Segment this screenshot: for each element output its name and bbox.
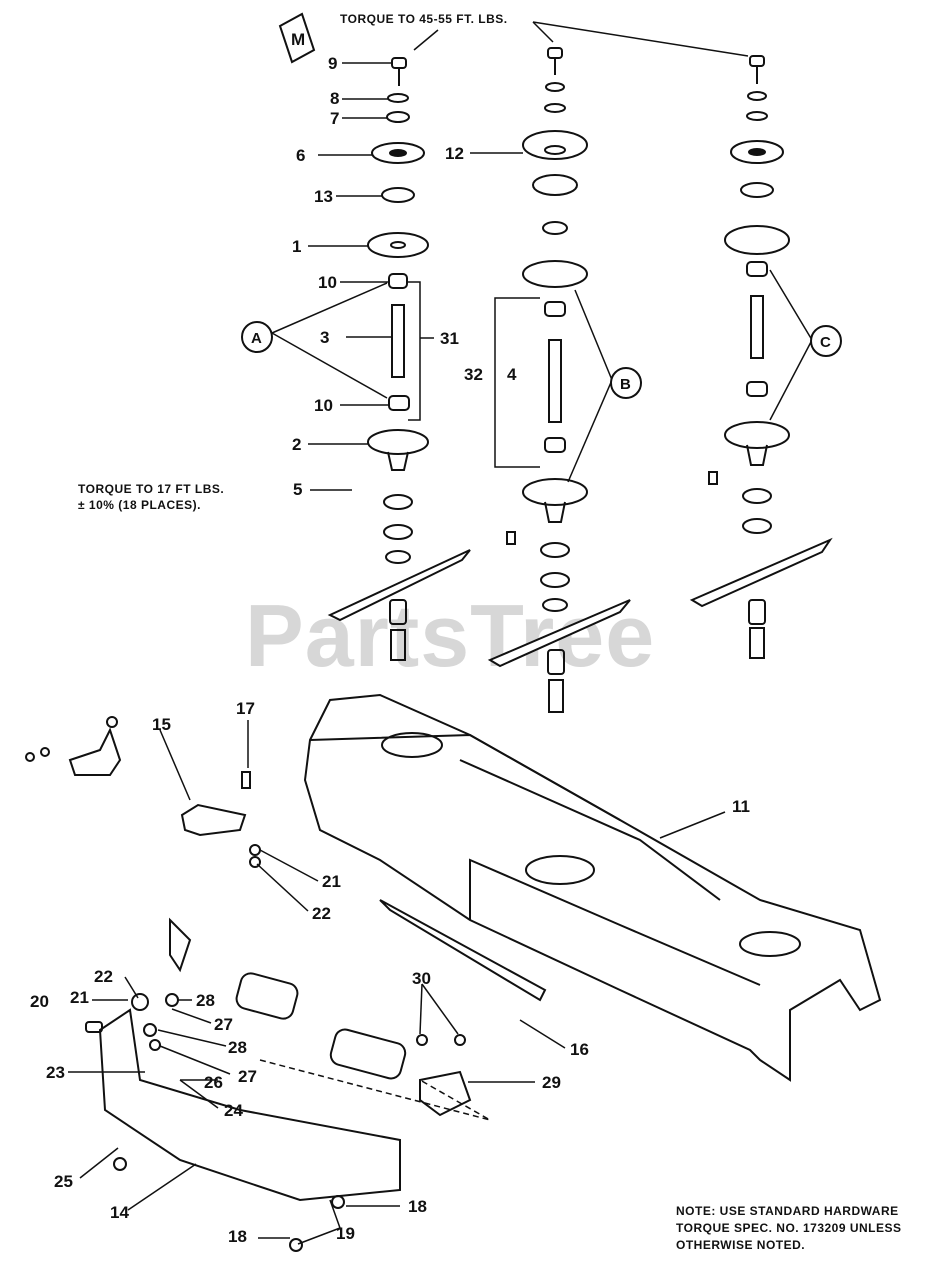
callout: 27 <box>214 1015 233 1034</box>
circle-label-b: B <box>610 367 642 399</box>
mower-deck <box>303 693 882 1082</box>
circle-label-a: A <box>241 321 273 353</box>
footer-note-line1: NOTE: USE STANDARD HARDWARE <box>676 1204 899 1218</box>
callout: 14 <box>110 1203 129 1222</box>
callout: 23 <box>46 1063 65 1082</box>
torque-note-left-line2: ± 10% (18 PLACES). <box>78 498 201 512</box>
callout: 7 <box>330 109 339 128</box>
callout: 27 <box>238 1067 257 1086</box>
svg-text:A: A <box>251 330 262 347</box>
svg-text:B: B <box>620 376 631 393</box>
callout: 28 <box>228 1038 247 1057</box>
callout: 18 <box>408 1197 427 1216</box>
callout: 11 <box>732 797 750 816</box>
footer-note-line2: TORQUE SPEC. NO. 173209 UNLESS <box>676 1221 902 1235</box>
circle-label-c: C <box>810 325 842 357</box>
callout: 18 <box>228 1227 247 1246</box>
torque-note-top: TORQUE TO 45-55 FT. LBS. <box>340 12 508 26</box>
callout: 26 <box>204 1073 223 1092</box>
callout: 12 <box>445 144 464 163</box>
callout: 10 <box>314 396 333 415</box>
callout: 32 <box>464 365 483 384</box>
front-hitch-assembly <box>25 716 472 1252</box>
torque-note-left-line1: TORQUE TO 17 FT LBS. <box>78 482 225 496</box>
callout: 4 <box>507 365 517 384</box>
callout: 28 <box>196 991 215 1010</box>
callout: 24 <box>224 1101 243 1120</box>
callout: 9 <box>328 54 337 73</box>
svg-text:M: M <box>291 30 305 49</box>
callout: 29 <box>542 1073 561 1092</box>
callout: 21 <box>70 988 89 1007</box>
callout: 22 <box>94 967 113 986</box>
callout: 13 <box>314 187 333 206</box>
middle-spindle <box>487 47 631 713</box>
footer-note-line3: OTHERWISE NOTED. <box>676 1238 806 1252</box>
left-spindle <box>327 57 471 661</box>
callout: 3 <box>320 328 329 347</box>
callout: 17 <box>236 699 255 718</box>
callout: 21 <box>322 872 341 891</box>
callout: 5 <box>293 480 302 499</box>
watermark: PartsTree <box>245 586 656 685</box>
callout: 16 <box>570 1040 589 1059</box>
callout: 8 <box>330 89 339 108</box>
callout: 22 <box>312 904 331 923</box>
callout: 15 <box>152 715 171 734</box>
callout-numbers: 9 8 7 6 13 1 10 3 31 10 2 5 12 32 4 11 1… <box>30 54 750 1246</box>
leader-lines <box>68 21 813 1245</box>
callout: 30 <box>412 969 431 988</box>
callout: 20 <box>30 992 49 1011</box>
callout: 19 <box>336 1224 355 1243</box>
callout: 1 <box>292 237 301 256</box>
right-spindle <box>689 55 833 659</box>
svg-text:C: C <box>820 334 831 351</box>
callout: 6 <box>296 146 305 165</box>
callout: 25 <box>54 1172 73 1191</box>
m-badge: M <box>278 12 316 64</box>
callout: 10 <box>318 273 337 292</box>
callout: 31 <box>440 329 459 348</box>
callout: 2 <box>292 435 301 454</box>
